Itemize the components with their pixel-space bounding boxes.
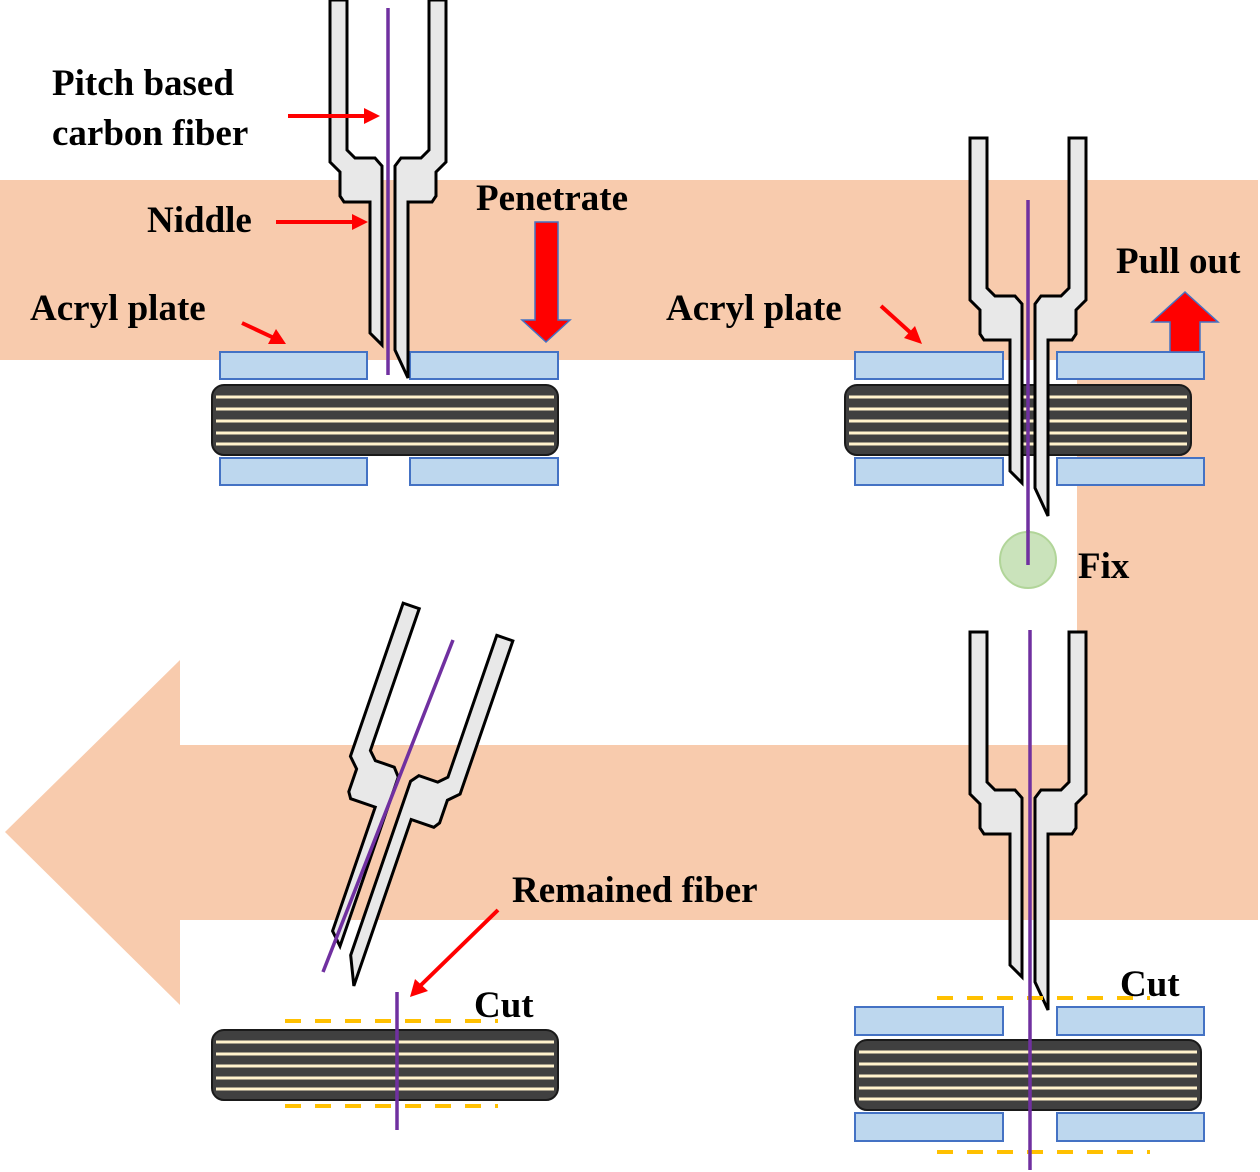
step-penetrate bbox=[211, 0, 572, 486]
carbon-fiber bbox=[321, 639, 455, 973]
fix-label: Fix bbox=[1078, 546, 1130, 587]
step-pull-out bbox=[844, 136, 1220, 589]
fiber-label-line1: Pitch based bbox=[52, 63, 234, 104]
acryl-plate bbox=[854, 1006, 1004, 1036]
acryl-plate bbox=[1056, 1006, 1205, 1036]
acryl-plate bbox=[409, 351, 559, 380]
pull-out-label: Pull out bbox=[1116, 241, 1241, 282]
acryl-plate-label: Acryl plate bbox=[666, 288, 842, 329]
pull-out-arrow-icon bbox=[1150, 290, 1220, 353]
cut-label: Cut bbox=[474, 985, 534, 1026]
acryl-plate bbox=[409, 457, 559, 486]
fiber-label-line2: carbon fiber bbox=[52, 113, 248, 154]
acryl-plate bbox=[1056, 457, 1205, 486]
acryl-plate bbox=[219, 457, 368, 486]
acryl-plate bbox=[854, 351, 1004, 380]
penetrate-label: Penetrate bbox=[476, 178, 628, 219]
needle-label: Niddle bbox=[147, 200, 252, 241]
acryl-plate-label: Acryl plate bbox=[30, 288, 206, 329]
remained-fiber-label: Remained fiber bbox=[512, 870, 758, 911]
penetrate-arrow-icon bbox=[520, 221, 572, 344]
laminate bbox=[854, 1039, 1202, 1111]
step-cut bbox=[854, 630, 1205, 1170]
step-remained-fiber bbox=[211, 601, 559, 1130]
acryl-plate bbox=[854, 457, 1004, 486]
acryl-plate bbox=[1056, 1112, 1205, 1142]
acryl-plate bbox=[219, 351, 368, 380]
acryl-plate bbox=[1056, 351, 1205, 380]
pointer-arrows bbox=[241, 108, 922, 997]
laminate bbox=[211, 384, 559, 456]
cut-label: Cut bbox=[1120, 964, 1180, 1005]
laminate bbox=[211, 1029, 559, 1101]
acryl-plate bbox=[854, 1112, 1004, 1142]
